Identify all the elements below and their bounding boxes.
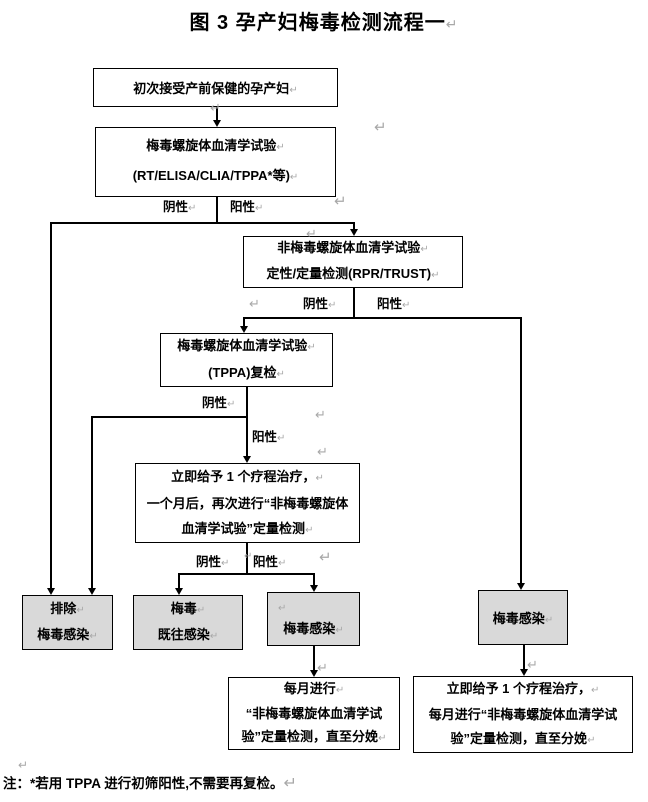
- arrowhead-icon: [310, 585, 318, 592]
- paragraph-mark-icon: ↵: [335, 625, 344, 636]
- connector-test-split-bar: [50, 222, 354, 224]
- paragraph-mark-icon: ↵: [276, 369, 285, 380]
- arrowhead-icon: [88, 588, 96, 595]
- flow-box-treat-retest: 立即给予 1 个疗程治疗，↵ 一个月后，再次进行“非梅毒螺旋体 血清学试验”定量…: [135, 463, 360, 543]
- paragraph-mark-icon: ↵: [289, 172, 299, 183]
- branch-label-positive: 阳性↵: [252, 430, 286, 444]
- connector-negative-to-exclude: [50, 222, 52, 588]
- flow-box-infection-right: 梅毒感染↵: [478, 590, 568, 645]
- flow-box-nontreponemal-test: 非梅毒螺旋体血清学试验↵ 定性/定量检测(RPR/TRUST)↵: [243, 236, 463, 288]
- flow-box-monthly-test: 每月进行↵ “非梅毒螺旋体血清学试 验”定量检测，直至分娩↵: [228, 677, 400, 750]
- paragraph-mark-icon: ↵: [210, 100, 221, 115]
- connector-tppa-negative-bar: [91, 416, 246, 418]
- paragraph-mark-icon: ↵: [307, 342, 316, 353]
- paragraph-mark-icon: ↵: [420, 244, 429, 255]
- paragraph-mark-icon: ↵: [89, 630, 98, 642]
- paragraph-mark-icon: ↵: [305, 524, 314, 536]
- connector-test-split-stem: [216, 197, 218, 223]
- paragraph-mark-icon: ↵: [278, 558, 287, 569]
- connector-tppa-to-treat: [246, 387, 248, 456]
- flow-box-treponemal-test: 梅毒螺旋体血清学试验↵ (RT/ELISA/CLIA/TPPA*等)↵: [95, 127, 336, 197]
- branch-label-negative: 阴性↵: [202, 396, 236, 410]
- paragraph-mark-icon: ↵: [317, 660, 328, 675]
- connector-infection-right-to-treat-monthly: [523, 645, 525, 669]
- paragraph-mark-icon: ↵: [76, 604, 85, 616]
- connector-treat-split-bar: [178, 573, 313, 575]
- connector-positive-to-infection-mid: [313, 573, 315, 585]
- arrowhead-icon: [517, 583, 525, 590]
- branch-label-positive: 阳性↵: [377, 297, 411, 311]
- paragraph-mark-icon: ↵: [196, 604, 206, 616]
- paragraph-mark-icon: ↵: [221, 558, 230, 569]
- paragraph-mark-icon: ↵: [277, 433, 286, 444]
- paragraph-mark-icon: ↵: [544, 615, 554, 626]
- connector-start-to-test: [216, 107, 218, 121]
- connector-nontreponemal-split-bar: [243, 317, 520, 319]
- arrowhead-icon: [213, 120, 221, 127]
- branch-label-positive: 阳性↵: [253, 555, 287, 569]
- connector-positive-to-infection-right: [520, 317, 522, 583]
- paragraph-mark-icon: ↵: [249, 296, 260, 311]
- paragraph-mark-icon: ↵: [278, 603, 287, 614]
- paragraph-mark-icon: ↵: [374, 119, 387, 136]
- flow-box-exclude-infection: 排除↵ 梅毒感染↵: [22, 595, 113, 650]
- flow-box-infection-mid: ↵ 梅毒感染↵: [267, 592, 360, 646]
- connector-positive-to-nontreponemal: [353, 222, 355, 229]
- connector-treat-split-stem: [246, 543, 248, 574]
- branch-label-negative: 阴性↵: [163, 200, 197, 214]
- arrowhead-icon: [243, 456, 251, 463]
- paragraph-mark-icon: ↵: [306, 226, 317, 241]
- connector-tppa-negative-to-exclude: [91, 416, 93, 588]
- connector-negative-to-past-infection: [178, 573, 180, 588]
- paragraph-mark-icon: ↵: [255, 203, 264, 214]
- flow-box-tppa-recheck: 梅毒螺旋体血清学试验↵ (TPPA)复检↵: [160, 333, 333, 387]
- arrowhead-icon: [47, 588, 55, 595]
- branch-label-positive: 阳性↵: [230, 200, 264, 214]
- connector-negative-to-tppa: [243, 317, 245, 326]
- flow-box-treat-monthly: 立即给予 1 个疗程治疗，↵ 每月进行“非梅毒螺旋体血清学试 验”定量检测，直至…: [413, 676, 633, 753]
- figure-title: 图 3 孕产妇梅毒检测流程一↵: [189, 12, 459, 34]
- paragraph-mark-icon: ↵: [188, 203, 197, 214]
- arrowhead-icon: [520, 669, 528, 676]
- paragraph-mark-icon: ↵: [283, 775, 297, 792]
- paragraph-mark-icon: ↵: [378, 733, 387, 744]
- paragraph-mark-icon: ↵: [334, 193, 347, 210]
- paragraph-mark-icon: ↵: [315, 407, 326, 422]
- arrowhead-icon: [240, 326, 248, 333]
- flow-box-start: 初次接受产前保健的孕产妇↵: [93, 68, 338, 107]
- paragraph-mark-icon: ↵: [244, 551, 253, 562]
- paragraph-mark-icon: ↵: [209, 630, 219, 642]
- paragraph-mark-icon: ↵: [317, 444, 328, 459]
- connector-nontreponemal-split-stem: [353, 288, 355, 318]
- paragraph-mark-icon: ↵: [527, 657, 538, 672]
- paragraph-mark-icon: ↵: [315, 472, 324, 484]
- branch-label-negative: 阴性↵: [196, 555, 230, 569]
- paragraph-mark-icon: ↵: [276, 142, 285, 153]
- paragraph-mark-icon: ↵: [18, 758, 29, 772]
- arrowhead-icon: [175, 588, 183, 595]
- paragraph-mark-icon: ↵: [335, 685, 345, 696]
- flow-box-past-infection: 梅毒↵ 既往感染↵: [133, 595, 243, 650]
- paragraph-mark-icon: ↵: [402, 300, 411, 311]
- branch-label-negative: 阴性↵: [303, 297, 337, 311]
- paragraph-mark-icon: ↵: [227, 399, 236, 410]
- paragraph-mark-icon: ↵: [431, 270, 440, 281]
- paragraph-mark-icon: ↵: [328, 300, 337, 311]
- arrowhead-icon: [310, 670, 318, 677]
- paragraph-mark-icon: ↵: [319, 549, 332, 566]
- footnote: 注：*若用 TPPA 进行初筛阳性,不需要再复检。↵: [3, 775, 297, 792]
- arrowhead-icon: [350, 229, 358, 236]
- paragraph-mark-icon: ↵: [591, 684, 600, 696]
- connector-infection-mid-to-monthly: [313, 646, 315, 670]
- paragraph-mark-icon: ↵: [445, 16, 459, 32]
- paragraph-mark-icon: ↵: [289, 85, 298, 96]
- paragraph-mark-icon: ↵: [587, 734, 596, 746]
